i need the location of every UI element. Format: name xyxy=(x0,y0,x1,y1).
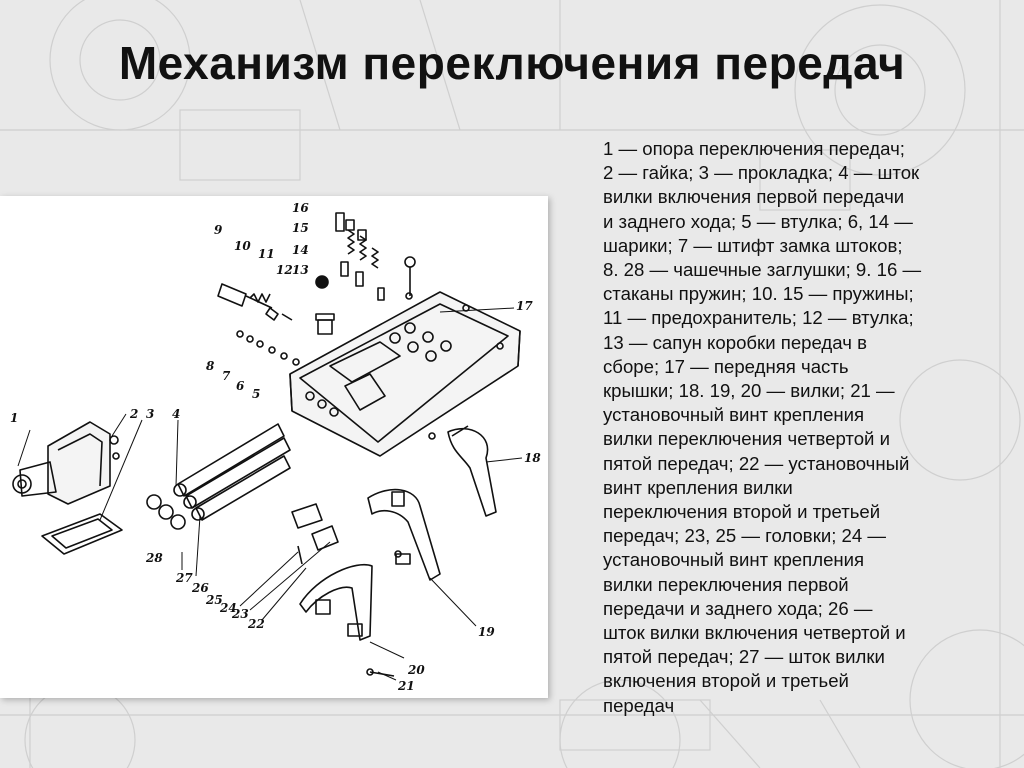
callout-11: 11 xyxy=(258,247,275,261)
exploded-view-drawing: 1 2 3 4 5 6 7 8 9 10 11 12 13 14 15 16 1… xyxy=(10,201,541,693)
callout-7: 7 xyxy=(222,369,231,383)
callout-19: 19 xyxy=(478,625,495,639)
slide-title: Механизм переключения передач xyxy=(118,37,906,89)
callout-17: 17 xyxy=(516,299,533,313)
gear-shift-mechanism-diagram: 1 2 3 4 5 6 7 8 9 10 11 12 13 14 15 16 1… xyxy=(0,196,548,698)
callout-1: 1 xyxy=(10,411,18,425)
callout-5: 5 xyxy=(252,387,260,401)
callout-27: 27 xyxy=(175,571,193,585)
callout-18: 18 xyxy=(524,451,541,465)
callout-13: 13 xyxy=(292,263,309,277)
callout-26: 26 xyxy=(191,581,209,595)
callout-12: 12 xyxy=(276,263,293,277)
callout-4: 4 xyxy=(172,407,180,421)
callout-3: 3 xyxy=(146,407,154,421)
callout-6: 6 xyxy=(236,379,245,393)
callout-25: 25 xyxy=(205,593,223,607)
callout-9: 9 xyxy=(214,223,223,237)
callout-10: 10 xyxy=(234,239,251,253)
parts-legend-text: 1 — опора переключения передач; 2 — гайк… xyxy=(603,138,922,716)
callout-20: 20 xyxy=(407,663,425,677)
callout-8: 8 xyxy=(206,359,215,373)
callout-16: 16 xyxy=(292,201,309,215)
callout-22: 22 xyxy=(247,617,265,631)
callout-15: 15 xyxy=(292,221,309,235)
callout-24: 24 xyxy=(219,601,237,615)
callout-28: 28 xyxy=(145,551,163,565)
callout-2: 2 xyxy=(129,407,138,421)
callout-14: 14 xyxy=(292,243,309,257)
callout-23: 23 xyxy=(231,607,249,621)
callout-21: 21 xyxy=(397,679,415,693)
